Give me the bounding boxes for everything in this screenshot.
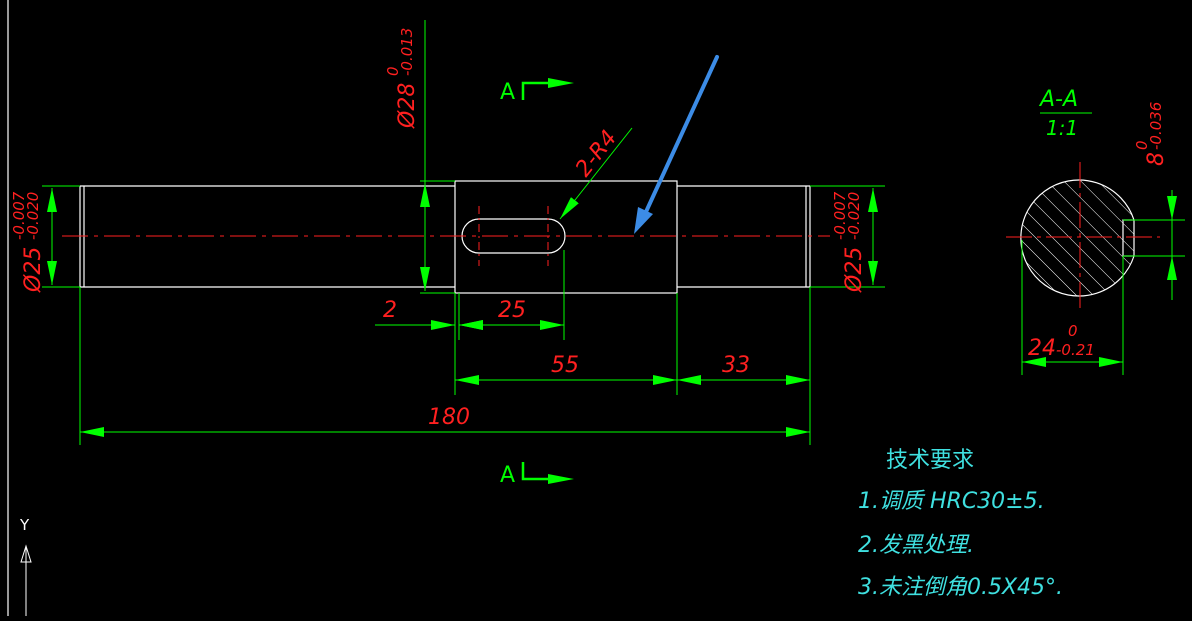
ucs-y-label: Y xyxy=(19,516,30,534)
section-view: A-A 1:1 8 0 -0.036 xyxy=(1006,87,1185,375)
svg-text:Ø25: Ø25 xyxy=(21,247,46,293)
svg-text:-0.020: -0.020 xyxy=(845,192,863,240)
svg-text:0: 0 xyxy=(1068,322,1078,340)
svg-text:-0.020: -0.020 xyxy=(24,192,42,240)
keyway-slot xyxy=(461,218,566,254)
keyway-radius-label: 2-R4 xyxy=(571,126,622,182)
notes-heading: 技术要求 xyxy=(886,448,974,473)
ucs-icon: Y xyxy=(19,516,32,616)
dim-55-label: 55 xyxy=(551,353,579,378)
center-diameter-label: Ø28 0 -0.013 xyxy=(384,28,420,129)
dim-25-label: 25 xyxy=(498,298,526,323)
technical-notes: 技术要求 1.调质 HRC30±5. 2.发黑处理. 3.未注倒角0.5X45°… xyxy=(858,448,1063,600)
svg-text:0: 0 xyxy=(384,66,402,76)
svg-text:-0.013: -0.013 xyxy=(398,28,416,76)
svg-text:-0.036: -0.036 xyxy=(1147,102,1165,150)
key-width-label: 8 0 -0.036 xyxy=(1133,102,1169,166)
section-letter-top: A xyxy=(500,80,515,105)
section-mark-bottom xyxy=(521,462,548,481)
note-item-3: 3.未注倒角0.5X45°. xyxy=(858,575,1063,600)
right-diameter-label: Ø25 -0.007 -0.020 xyxy=(831,191,867,293)
note-item-2: 2.发黑处理. xyxy=(858,533,974,558)
section-arrow-bottom xyxy=(548,474,574,484)
section-view-title: A-A xyxy=(1038,87,1078,112)
pointer-arrow xyxy=(634,55,719,234)
svg-text:0: 0 xyxy=(1133,140,1151,150)
svg-text:2-R4: 2-R4 xyxy=(571,126,622,182)
note-item-1: 1.调质 HRC30±5. xyxy=(858,489,1045,514)
dim-33-label: 33 xyxy=(722,353,750,378)
left-diameter-label: Ø25 -0.007 -0.020 xyxy=(10,191,46,293)
depth-label: 24 0 -0.21 xyxy=(1028,322,1095,361)
svg-text:-0.007: -0.007 xyxy=(10,191,28,240)
svg-text:-0.007: -0.007 xyxy=(831,191,849,240)
svg-text:Ø25: Ø25 xyxy=(842,247,867,293)
svg-text:24: 24 xyxy=(1028,336,1056,361)
section-mark-top xyxy=(521,81,548,100)
shaft-outline xyxy=(79,180,811,294)
dim-180-label: 180 xyxy=(428,405,470,430)
section-letter-bottom: A xyxy=(500,463,515,488)
section-hatch xyxy=(1020,180,1134,296)
svg-text:Ø28: Ø28 xyxy=(395,83,420,129)
svg-text:-0.21: -0.21 xyxy=(1056,341,1095,359)
section-arrow-top xyxy=(548,78,574,88)
dimension-lines xyxy=(42,20,885,445)
section-view-scale: 1:1 xyxy=(1046,116,1078,140)
section-circle xyxy=(1020,179,1135,297)
svg-text:8: 8 xyxy=(1144,152,1169,166)
dim-2-label: 2 xyxy=(383,298,397,323)
